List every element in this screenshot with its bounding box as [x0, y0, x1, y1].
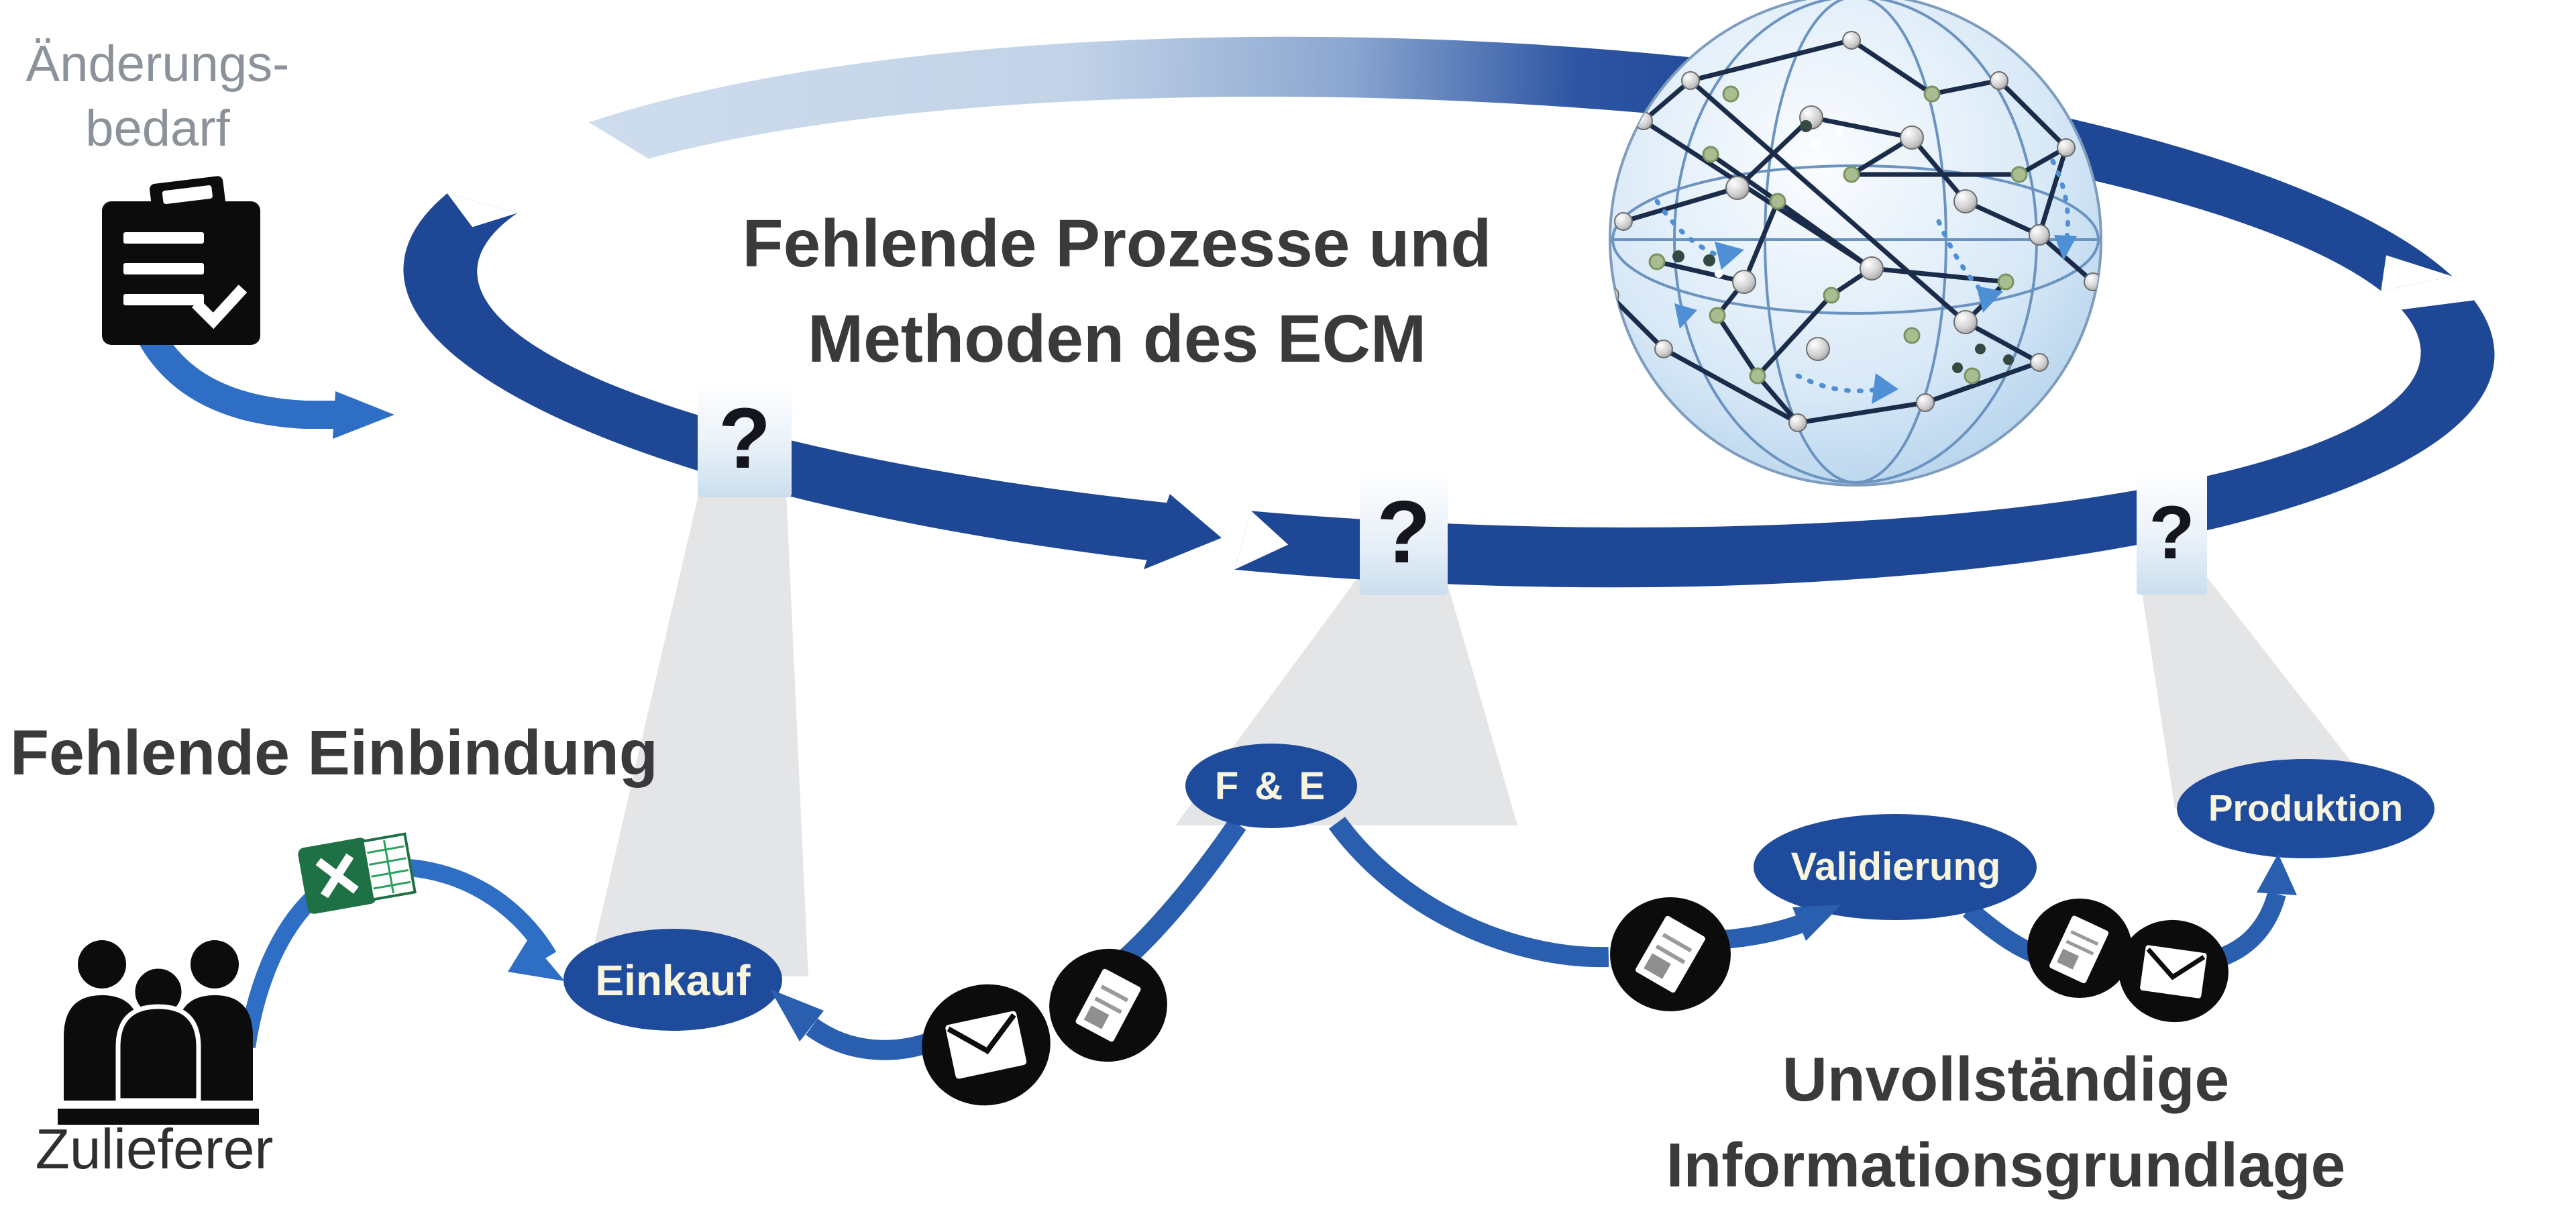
email-to-einkauf-arc [806, 1018, 943, 1060]
change-inflow-arrowhead [333, 391, 394, 439]
clipboard-check-icon [102, 176, 260, 345]
media-icons [922, 897, 2229, 1106]
arrowhead-into-validierung [1792, 905, 1841, 941]
ring-segment-top [588, 36, 2453, 291]
globe-network [1610, 31, 2101, 432]
globe-white-dots [1715, 128, 1843, 278]
ring-arrowhead-bottom [1143, 494, 1222, 570]
ring-tail-notch [447, 193, 518, 227]
network-links [1610, 38, 2095, 425]
icons-to-produktion-arc [2210, 891, 2286, 969]
network-nodes-gray [1610, 31, 2101, 432]
ring-notch-right [2381, 255, 2453, 291]
beam-to-produktion [2139, 570, 2388, 809]
excel-spreadsheet-icon [298, 832, 417, 914]
dashed-arrowheads [1674, 235, 2077, 404]
fe-to-left-icons-arc [1102, 818, 1246, 981]
node-label-produktion: Produktion [2208, 787, 2404, 829]
icon-to-validierung-arc [1723, 914, 1805, 949]
incomplete-information-label: Unvollständige Informationsgrundlage [1536, 1036, 2475, 1209]
node-label-einkauf: Einkauf [595, 956, 751, 1005]
ring-notch-middle [1234, 511, 1289, 570]
arrowhead-into-produktion [2257, 854, 2297, 895]
incomplete-line1: Unvollständige [1782, 1044, 2230, 1114]
title-line1: Fehlende Prozesse und [742, 206, 1492, 281]
arrowhead-into-einkauf-right [770, 989, 824, 1042]
arrowhead-into-einkauf-left [508, 938, 565, 981]
fe-to-right-icon-arc [1328, 817, 1609, 968]
connector-arrowheads [508, 854, 2297, 1042]
node-label-fe: F & E [1214, 764, 1328, 808]
change-need-label: Änderungs- bedarf [20, 32, 295, 161]
missing-integration-label: Fehlende Einbindung [10, 717, 658, 789]
question-mark: ? [1377, 482, 1431, 581]
question-box-1: ? [698, 379, 792, 497]
question-box-2: ? [1360, 468, 1448, 595]
question-mark: ? [718, 390, 771, 487]
question-box-3: ? [2137, 470, 2207, 595]
node-produktion-ellipse [2177, 759, 2434, 858]
network-nodes-green [1648, 85, 2028, 385]
change-need-line1: Änderungs- [25, 36, 290, 93]
diagram-title: Fehlende Prozesse und Methoden des ECM [647, 196, 1587, 387]
beam-to-einkauf [587, 463, 808, 976]
change-need-line2: bedarf [85, 99, 230, 157]
node-validierung-ellipse [1754, 814, 2037, 920]
people-group-icon [58, 940, 259, 1125]
node-fe-ellipse [1185, 744, 1357, 828]
node-label-validierung: Validierung [1790, 845, 2001, 889]
question-mark: ? [2149, 490, 2195, 574]
department-nodes [564, 744, 2434, 1031]
supplier-label: Zulieferer [35, 1117, 274, 1180]
globe-dark-dots [1672, 120, 2014, 373]
node-einkauf-ellipse [564, 929, 782, 1031]
title-line2: Methoden des ECM [807, 301, 1427, 376]
network-globe-illustration [1609, 0, 2102, 487]
incomplete-line2: Informationsgrundlage [1666, 1130, 2346, 1201]
